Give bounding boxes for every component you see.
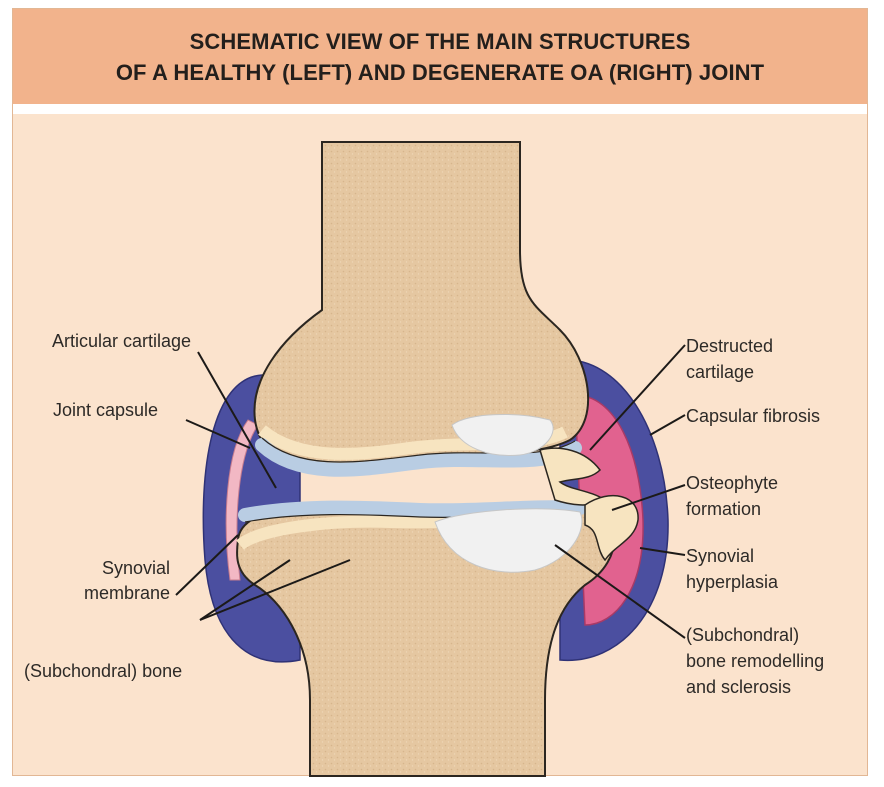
leader-capsular-fibrosis [650, 415, 685, 435]
label-synovial-hyperplasia-line1: Synovial [686, 545, 754, 568]
label-osteophyte-line2: formation [686, 498, 761, 521]
label-synovial-membrane-line1: Synovial [60, 557, 170, 580]
label-destructed-cartilage-line1: Destructed [686, 335, 773, 358]
label-synovial-hyperplasia-line2: hyperplasia [686, 571, 778, 594]
label-subchondral-bone: (Subchondral) bone [24, 660, 182, 683]
label-destructed-cartilage-line2: cartilage [686, 361, 754, 384]
label-synovial-membrane-line2: membrane [60, 582, 170, 605]
label-joint-capsule: Joint capsule [53, 399, 158, 422]
label-capsular-fibrosis: Capsular fibrosis [686, 405, 820, 428]
label-articular-cartilage: Articular cartilage [52, 330, 191, 353]
label-remodelling-line3: and sclerosis [686, 676, 791, 699]
label-osteophyte-line1: Osteophyte [686, 472, 778, 495]
label-remodelling-line2: bone remodelling [686, 650, 824, 673]
label-remodelling-line1: (Subchondral) [686, 624, 799, 647]
